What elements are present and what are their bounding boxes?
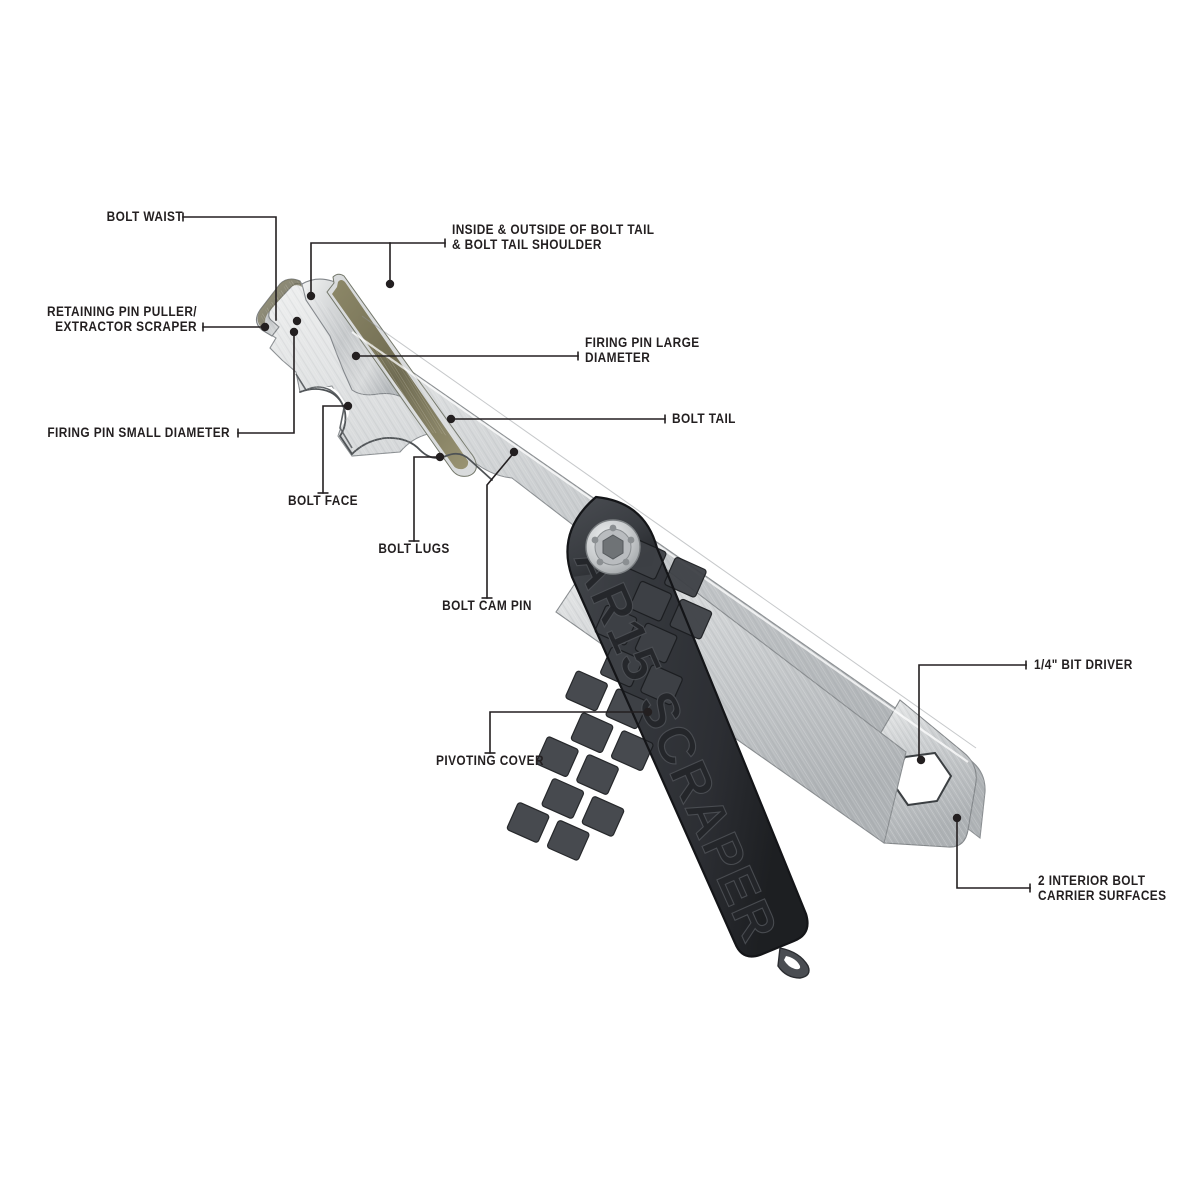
leader-line-firing-pin-small-diameter [237, 334, 295, 434]
leader-line-bolt-face [322, 405, 346, 494]
leader-dot-bolt-lugs [435, 452, 445, 462]
leader-dot-inside-outside-bolt-tail [385, 279, 395, 289]
callout-label-bolt-lugs: BOLT LUGS [378, 541, 450, 557]
callout-label-pivoting-cover: PIVOTING COVER [436, 753, 544, 769]
leader-line-pivoting-cover [489, 711, 646, 754]
leader-line-inside-outside-bolt-tail [310, 242, 446, 294]
leader-dot-bit-driver [916, 755, 926, 765]
leader-line-bit-driver [918, 664, 1027, 758]
callout-leaders [182, 216, 1031, 889]
leader-line-bolt-cam-pin [486, 453, 514, 599]
leader-dot-inside-outside-bolt-tail [306, 291, 316, 301]
callout-label-inside-outside-bolt-tail: INSIDE & OUTSIDE OF BOLT TAIL & BOLT TAI… [452, 221, 655, 253]
leader-dot-interior-bolt-carrier-surfaces [952, 813, 962, 823]
callout-label-bolt-tail: BOLT TAIL [672, 411, 736, 427]
callout-label-bolt-waist: BOLT WAIST [106, 209, 183, 225]
leader-dot-pivoting-cover [643, 707, 653, 717]
callout-label-bolt-face: BOLT FACE [287, 493, 358, 509]
callout-end-caps [182, 212, 1031, 893]
callout-label-bolt-cam-pin: BOLT CAM PIN [442, 598, 532, 614]
callout-dots [260, 279, 962, 823]
callout-label-firing-pin-large-diameter: FIRING PIN LARGE DIAMETER [585, 334, 700, 366]
leader-line-interior-bolt-carrier-surfaces [956, 820, 1031, 889]
leader-dot-retaining-pin-puller [260, 322, 270, 332]
callout-label-interior-bolt-carrier-surfaces: 2 INTERIOR BOLT CARRIER SURFACES [1038, 872, 1167, 904]
pivot-screw [585, 519, 641, 575]
leader-line-bolt-waist [182, 216, 277, 321]
leader-dot-firing-pin-small-diameter [289, 327, 299, 337]
leader-dot-bolt-tail [446, 414, 456, 424]
callout-label-retaining-pin-puller: RETAINING PIN PULLER/ EXTRACTOR SCRAPER [46, 303, 197, 335]
leader-dot-bolt-face [343, 401, 353, 411]
callout-label-firing-pin-small-diameter: FIRING PIN SMALL DIAMETER [47, 425, 230, 441]
callout-label-bit-driver: 1/4" BIT DRIVER [1034, 657, 1133, 673]
leader-dot-bolt-cam-pin [509, 447, 519, 457]
leader-line-bolt-lugs [413, 456, 438, 542]
leader-dot-firing-pin-large-diameter [351, 351, 361, 361]
lanyard-loop [777, 947, 810, 979]
leader-dot-bolt-waist [292, 316, 302, 326]
